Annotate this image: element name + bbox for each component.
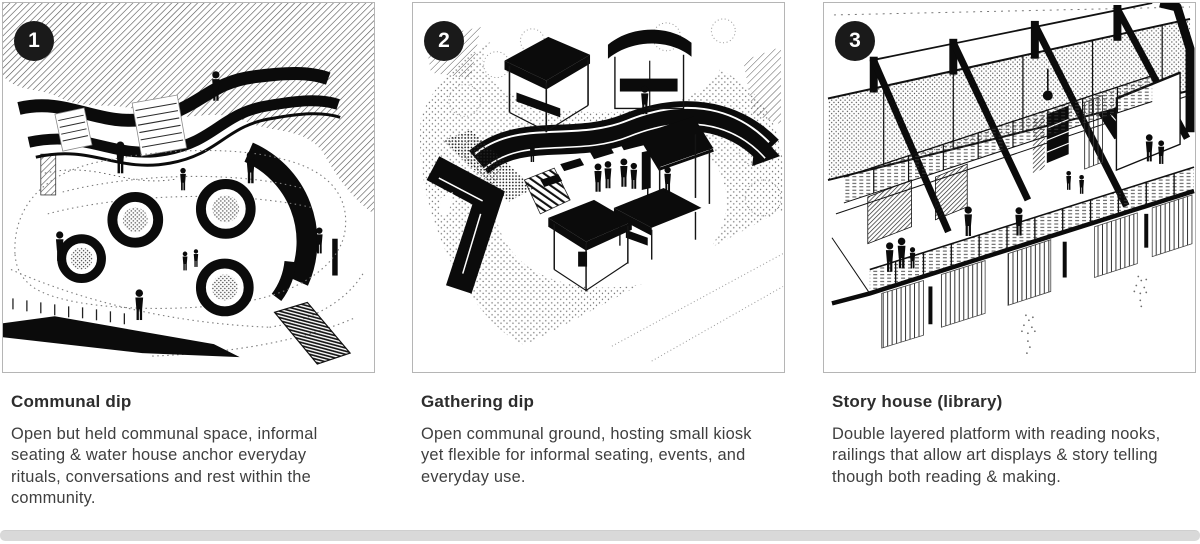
panel-1-number: 1 [28, 29, 40, 52]
panel-2-description: Open communal ground, hosting small kios… [421, 425, 752, 486]
tree-outlines [448, 18, 784, 362]
panel-2-number: 2 [438, 29, 450, 52]
benches [540, 138, 644, 188]
panel-3-description: Double layered platform with reading noo… [832, 425, 1161, 486]
kiosk-bottom-left [548, 199, 632, 292]
drawing-frame-1: 1 [2, 2, 375, 373]
panel-1-description: Open but held communal space, informal s… [11, 425, 318, 507]
under-platform-slats [881, 194, 1193, 349]
panel-1-number-badge: 1 [14, 21, 54, 61]
panel-3-number-badge: 3 [835, 21, 875, 61]
back-railing [843, 74, 1153, 204]
panel-3-title: Story house (library) [832, 392, 1003, 411]
panel-2-gathering-dip: 2 Gathering dip Open communal ground, ho… [412, 0, 785, 488]
stairs [54, 94, 187, 157]
panel-1-title: Communal dip [11, 392, 132, 411]
angular-black-structure [426, 156, 505, 294]
edge-path-and-ramp [3, 298, 352, 365]
kiosk-center-right [638, 116, 714, 224]
gathering-dip-drawing [419, 8, 784, 362]
panel-2-number-badge: 2 [424, 21, 464, 61]
kiosk-top-right [607, 29, 692, 110]
panel-3-number: 3 [849, 29, 861, 52]
seating-pits [57, 179, 256, 317]
curved-seating-wall [244, 142, 338, 301]
drawing-frame-3: 3 [823, 2, 1196, 373]
drawing-frame-2: 2 [412, 2, 785, 373]
panel-2-title: Gathering dip [421, 392, 535, 411]
front-railing [831, 166, 1195, 306]
kiosk-top-left [504, 36, 591, 133]
panel-1-communal-dip: 1 Communal dip Open but held communal sp… [2, 0, 375, 509]
curved-ramp-ribbon [442, 101, 781, 215]
trees-stipple [1021, 275, 1148, 354]
story-house-drawing [827, 3, 1195, 354]
bottom-edge-bar [0, 530, 1200, 541]
panel-3-story-house: 3 Story house (library) Double layered p… [823, 0, 1196, 488]
site-boundary-dotted-line [833, 6, 1191, 16]
communal-dip-drawing [3, 3, 374, 365]
